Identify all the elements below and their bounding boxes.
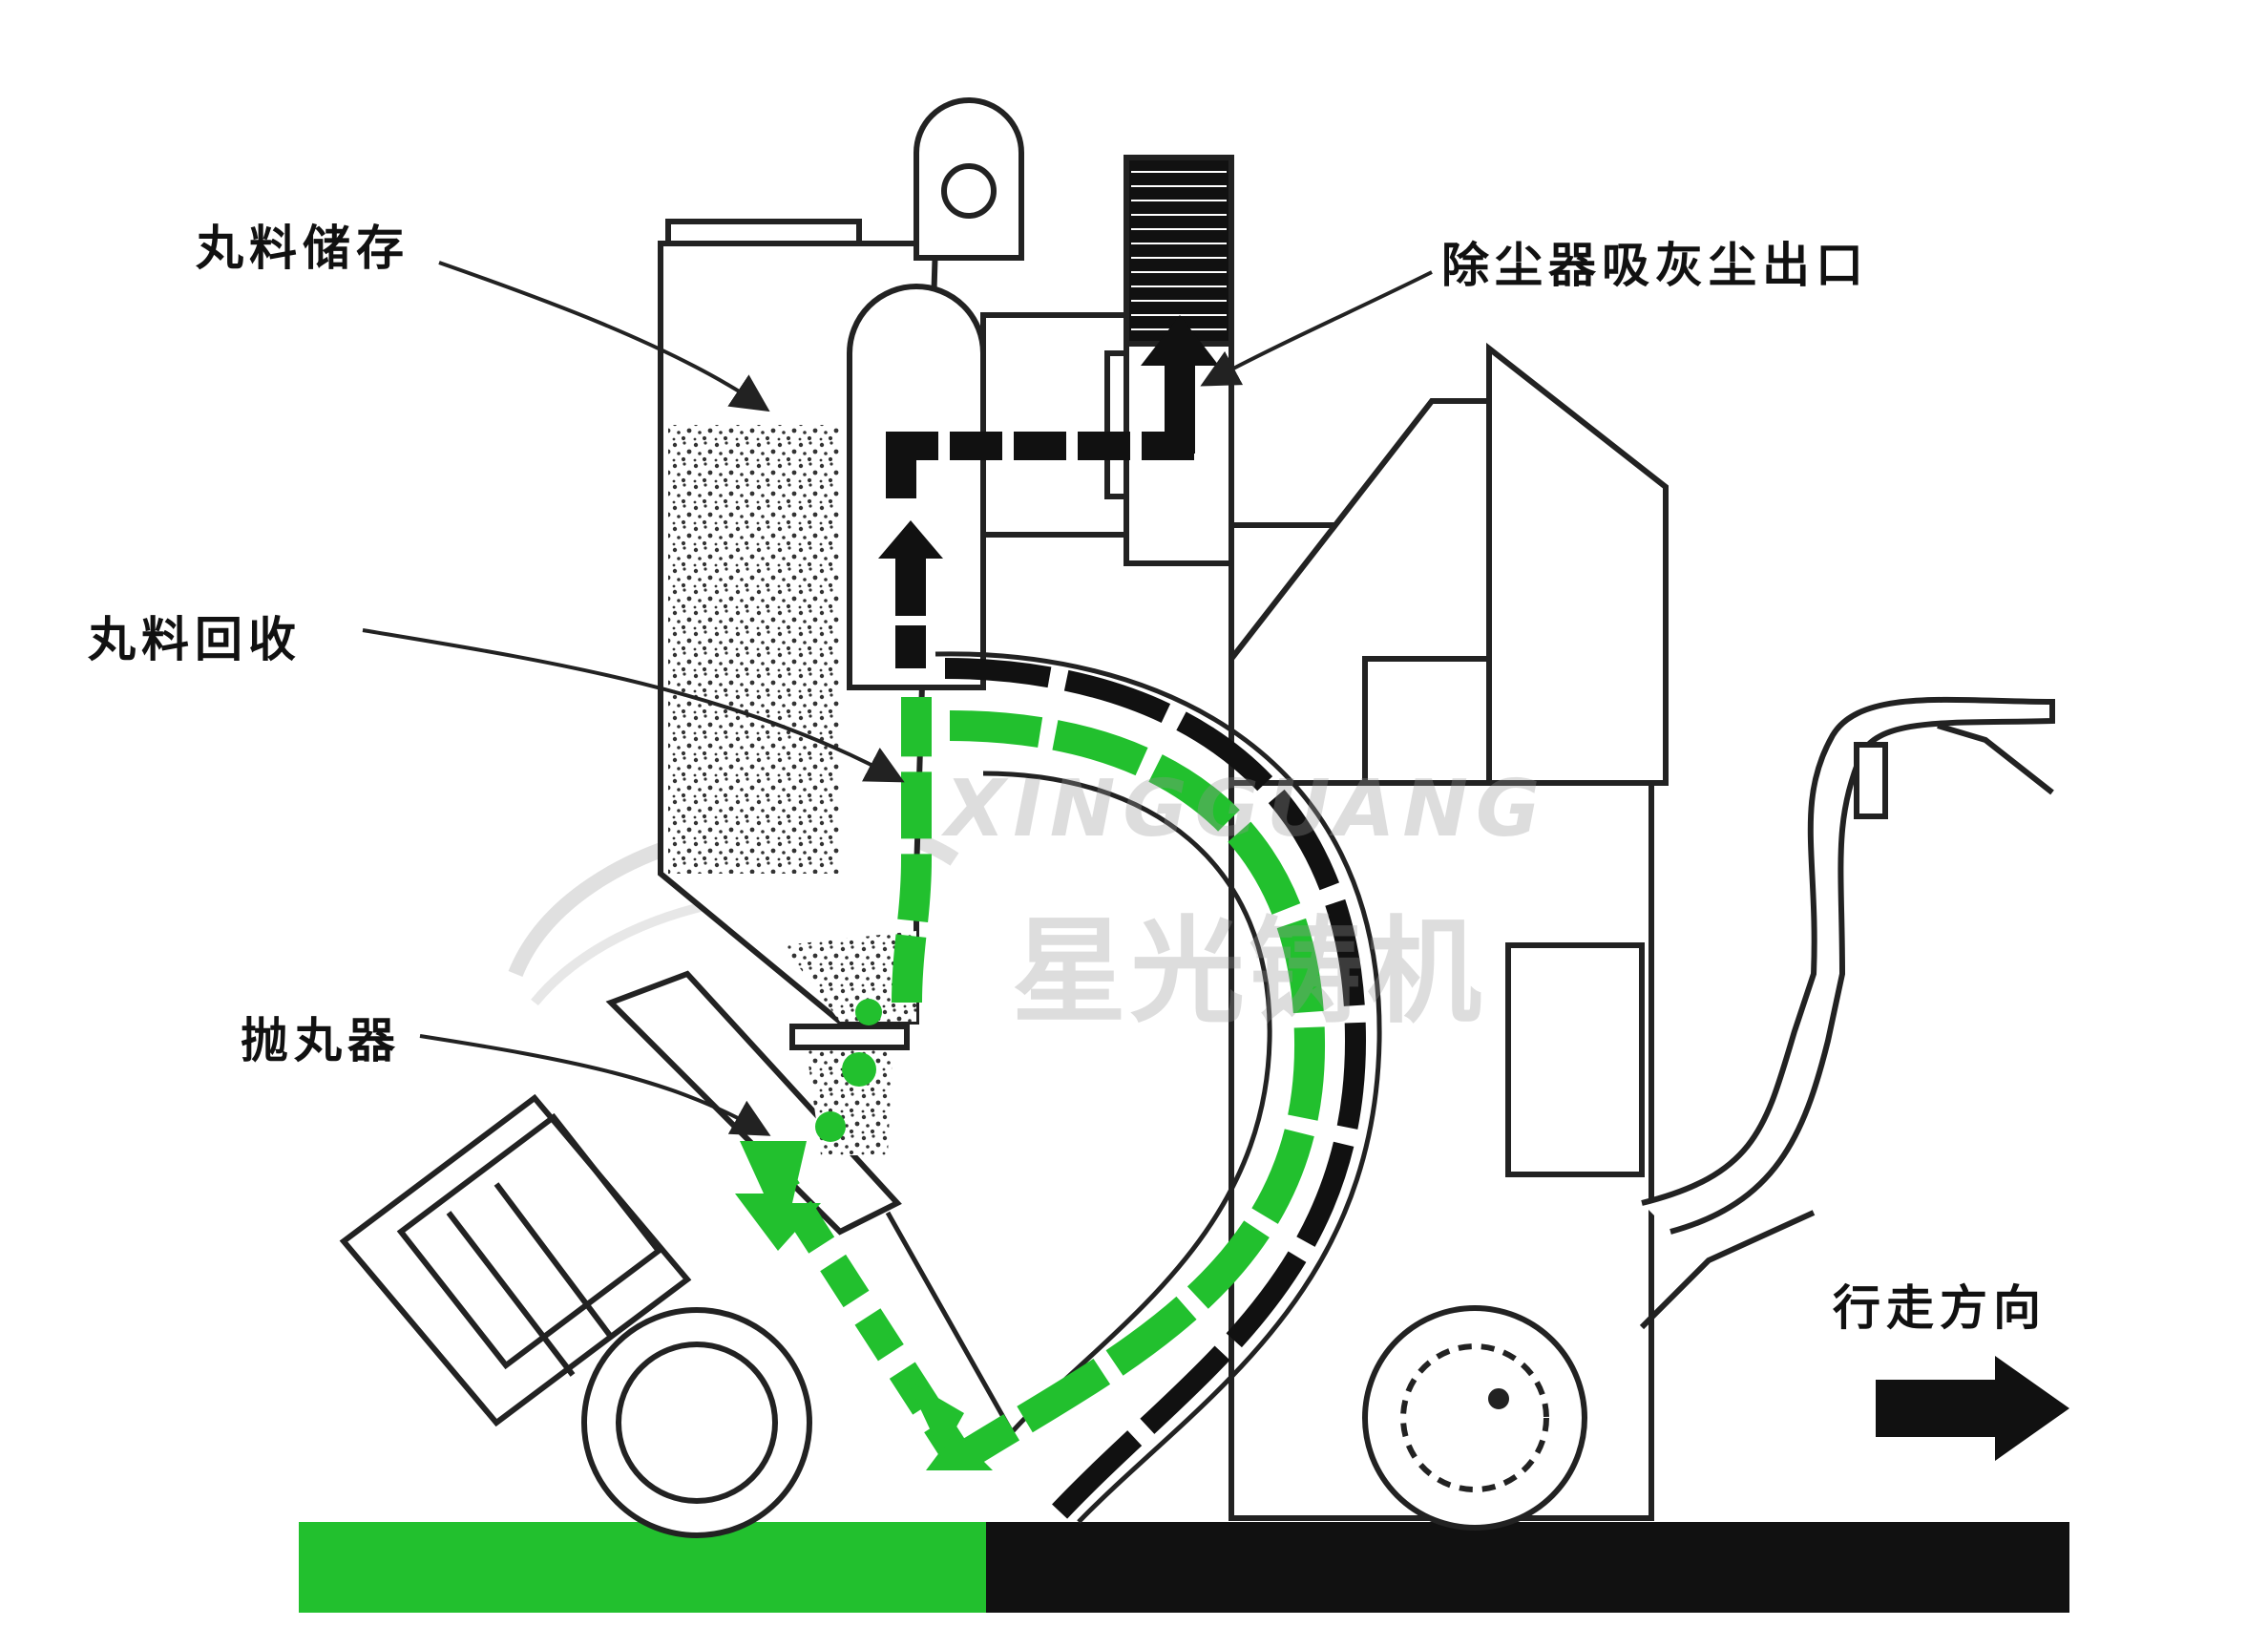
green-riser <box>892 697 932 1004</box>
label-travel-direction: 行走方向 <box>1833 1280 2047 1336</box>
ground-bar <box>299 1522 2069 1613</box>
label-shot-blaster: 抛丸器 <box>241 1013 401 1068</box>
side-block <box>1362 656 1492 786</box>
rear-wheel-hub <box>616 1342 778 1504</box>
vent-slots <box>1131 171 1227 330</box>
watermark-latin: XINGGUANG <box>945 764 1548 855</box>
black-flow <box>878 315 1219 668</box>
shot-storage-fill <box>668 425 840 874</box>
ground-green <box>299 1522 986 1613</box>
pointer-storage <box>438 261 770 412</box>
green-shot-blob <box>855 999 882 1025</box>
control-box <box>1505 942 1645 1177</box>
pointer-blaster <box>419 1034 771 1136</box>
handle-switch <box>1854 742 1888 819</box>
label-shot-storage: 丸料储存 <box>196 221 410 276</box>
ground-black <box>986 1522 2069 1613</box>
elevator <box>847 97 1148 690</box>
green-shot-blob <box>815 1111 846 1142</box>
travel-direction-arrow-icon <box>1876 1356 2069 1461</box>
black-duct-h <box>1078 432 1130 460</box>
front-wheel <box>1362 1305 1587 1531</box>
chamber-outer-black <box>944 658 1367 1530</box>
rear-wheel-assembly <box>339 1093 812 1538</box>
pointer-recycle <box>362 628 905 783</box>
push-handle <box>1641 696 2055 1235</box>
front-wheel-hub <box>1400 1343 1549 1492</box>
green-flow <box>735 697 1326 1470</box>
hopper-funnel-fill <box>783 931 916 1022</box>
blast-chamber <box>885 651 1382 1530</box>
label-shot-recycle: 丸料回收 <box>88 612 302 667</box>
motor-rib <box>494 1182 614 1339</box>
blaster-feed <box>789 1024 910 1050</box>
motor-rib <box>446 1211 576 1377</box>
arrow-icon <box>907 1380 993 1470</box>
lifting-eye-hole <box>941 163 997 219</box>
pointer-arrows <box>362 261 1433 1136</box>
watermark-cjk: 星光铸机 <box>1012 906 1485 1039</box>
label-dust-outlet: 除尘器吸灰尘出口 <box>1441 238 1869 293</box>
front-wheel-bolt <box>1488 1388 1509 1409</box>
black-duct-h <box>886 432 938 460</box>
handle-lever <box>1937 723 2054 795</box>
black-duct-up <box>1165 363 1195 454</box>
black-duct-h <box>950 432 1002 460</box>
front-fork <box>1639 1210 1816 1330</box>
filter-panel <box>1486 342 1669 786</box>
pointer-dust <box>1200 270 1433 387</box>
chamber-inner-line <box>885 771 1272 1437</box>
black-duct-h <box>1014 432 1066 460</box>
motor-frame <box>396 1112 663 1370</box>
chamber-outer-line <box>934 651 1382 1524</box>
arrow-icon <box>735 1141 821 1251</box>
arrow-icon <box>1141 315 1219 366</box>
vent-grille <box>1124 155 1234 347</box>
arrow-icon <box>878 520 943 559</box>
fan-housing <box>980 312 1129 538</box>
front-wheel-assembly <box>1362 696 2055 1531</box>
green-chamber-loop <box>949 710 1326 1469</box>
green-shot-blob <box>842 1052 876 1087</box>
black-riser <box>895 625 926 668</box>
black-riser <box>895 559 926 616</box>
